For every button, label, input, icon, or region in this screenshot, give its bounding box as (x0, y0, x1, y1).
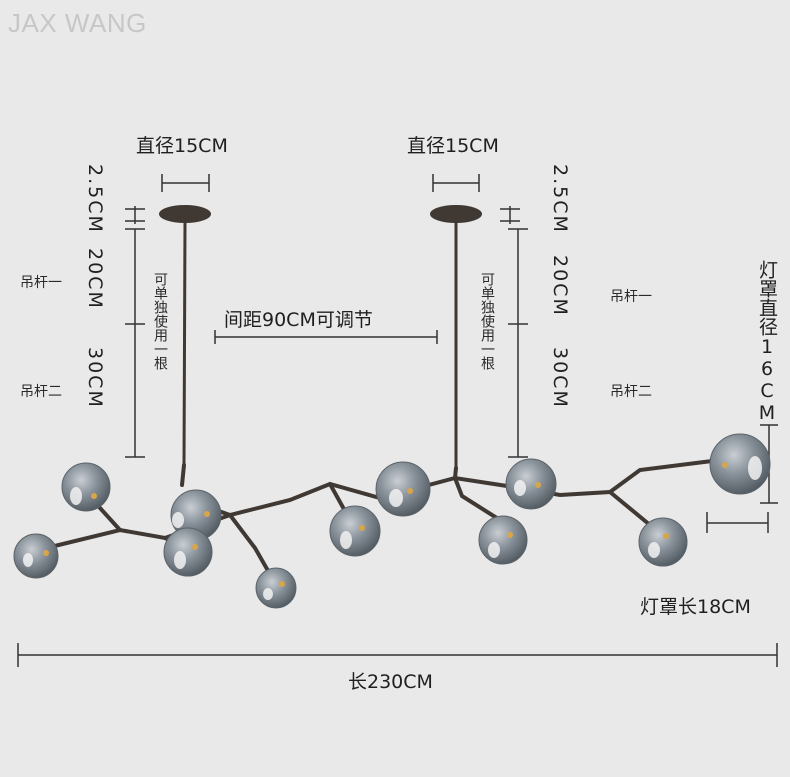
canopy-gap-label-right: 2.5CM (549, 164, 571, 234)
rod1-length-label-left: 20CM (84, 248, 106, 310)
total-length-label: 长230CM (348, 671, 433, 693)
rod2-label-left: 吊杆二 (20, 384, 62, 400)
diameter-label-right: 直径15CM (407, 135, 499, 157)
canopy-right (430, 205, 482, 470)
dimension-lines (17, 174, 778, 667)
rod2-label-right: 吊杆二 (610, 384, 652, 400)
canopy-gap-label-left: 2.5CM (84, 164, 106, 234)
glass-highlights (23, 456, 762, 600)
shade-diameter-label: 灯罩直径16CM (756, 260, 778, 424)
canopy-left (159, 205, 211, 466)
brand-logo-text: JAX WANG (8, 8, 147, 38)
single-use-note-left: 可单独使用一根 (152, 272, 168, 370)
rod2-length-label-right: 30CM (549, 347, 571, 409)
shade-length-label: 灯罩长18CM (640, 596, 751, 618)
rod1-length-label-right: 20CM (549, 255, 571, 317)
bulbs (43, 462, 728, 587)
brand-logo: JAX WANG (8, 8, 147, 39)
spacing-label: 间距90CM可调节 (224, 309, 373, 331)
single-use-note-right: 可单独使用一根 (479, 272, 495, 370)
glass-shades (13, 433, 771, 609)
diameter-label-left: 直径15CM (136, 135, 228, 157)
rod1-label-left: 吊杆一 (20, 275, 62, 291)
rod1-label-right: 吊杆一 (610, 289, 652, 305)
rod2-length-label-left: 30CM (84, 347, 106, 409)
